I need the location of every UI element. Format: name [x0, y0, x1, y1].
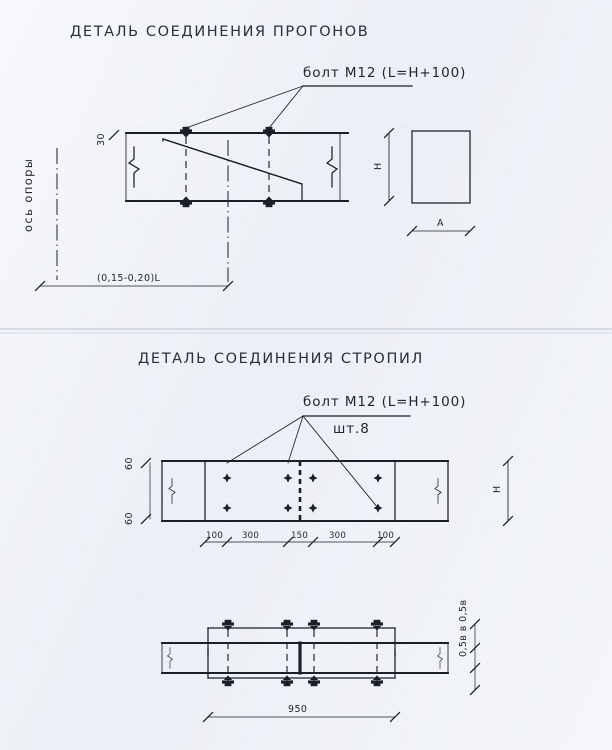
elevation-bolt-3 [308, 619, 320, 690]
rafter-edge-dim-bottom-label: 60 [124, 512, 135, 525]
purlin-section-width-label: A [437, 218, 444, 229]
sheet-divider [0, 328, 612, 334]
elevation-bolt-4 [371, 619, 383, 690]
rafter-bolt-plan [283, 473, 293, 483]
purlin-edge-dim-tick [108, 129, 120, 141]
rafter-bolt-plan [222, 473, 232, 483]
support-axis-label: ось опоры [21, 158, 35, 232]
elevation-plate-dim: 0,5в в 0,5в [458, 600, 481, 696]
purlin-span-dimension: (0,15-0,20)L [34, 273, 234, 292]
purlin-section-height-label: H [373, 162, 384, 170]
elevation-bolt-1 [222, 619, 234, 690]
purlin-span-dimension-label: (0,15-0,20)L [97, 273, 161, 284]
rafter-elevation-member [161, 642, 449, 674]
purlin-bolt-1 [180, 126, 192, 208]
detail-rafters-bolt-note: болт М12 (L=H+100) [303, 394, 466, 410]
rafter-dim-3: 150 [291, 531, 308, 541]
rafter-height-label: H [492, 485, 503, 493]
rafter-edge-dim-bottom: 60 [124, 512, 152, 525]
rafter-bolt-plan [373, 473, 383, 483]
purlin-section-width-dim: A [406, 218, 476, 237]
rafter-dimension-chain: 100 300 150 300 100 [199, 531, 401, 548]
rafter-height-dim: H [492, 455, 514, 527]
detail-rafters-bolt-count: шт.8 [333, 421, 370, 437]
rafter-bolt-plan [308, 503, 318, 513]
rafter-edge-dim-top-label: 60 [124, 457, 135, 470]
detail-purlins-title: ДЕТАЛЬ СОЕДИНЕНИЯ ПРОГОНОВ [70, 24, 369, 40]
purlin-cross-section [411, 130, 471, 204]
elevation-plate-dim-label: 0,5в в 0,5в [458, 600, 469, 657]
purlin-edge-dimension: 30 [96, 133, 107, 146]
rafter-bolt-plan [283, 503, 293, 513]
rafter-bolt-plan [373, 503, 383, 513]
detail-rafters-title: ДЕТАЛЬ СОЕДИНЕНИЯ СТРОПИЛ [138, 351, 424, 367]
break-symbol-left [128, 146, 140, 188]
purlin-bolt-2 [263, 126, 275, 208]
elevation-break-left [167, 647, 173, 669]
elevation-bolt-2 [281, 619, 293, 690]
elevation-length-label: 950 [288, 704, 307, 715]
detail-purlins-bolt-leader [185, 85, 413, 129]
elevation-length-dim: 950 [202, 704, 401, 723]
rafter-break-right [434, 478, 442, 504]
rafter-break-left [168, 478, 176, 504]
rafter-bolt-plan [308, 473, 318, 483]
rafter-dim-2: 300 [242, 531, 259, 541]
detail-rafters-bolt-leader [226, 415, 411, 509]
rafter-plan-outline [161, 460, 449, 522]
elevation-break-right [437, 647, 443, 669]
purlin-section-height-dim: H [373, 127, 395, 207]
rafter-bolt-grid [222, 473, 383, 513]
rafter-edge-dim-top: 60 [124, 457, 152, 470]
detail-purlins-bolt-note: болт М12 (L=H+100) [303, 65, 466, 81]
purlin-beam-elevation [125, 132, 349, 202]
rafter-bolt-plan [222, 503, 232, 513]
break-symbol-right [326, 146, 338, 188]
rafter-dim-1: 100 [206, 531, 223, 541]
rafter-dim-4: 300 [329, 531, 346, 541]
rafter-dim-5: 100 [377, 531, 394, 541]
